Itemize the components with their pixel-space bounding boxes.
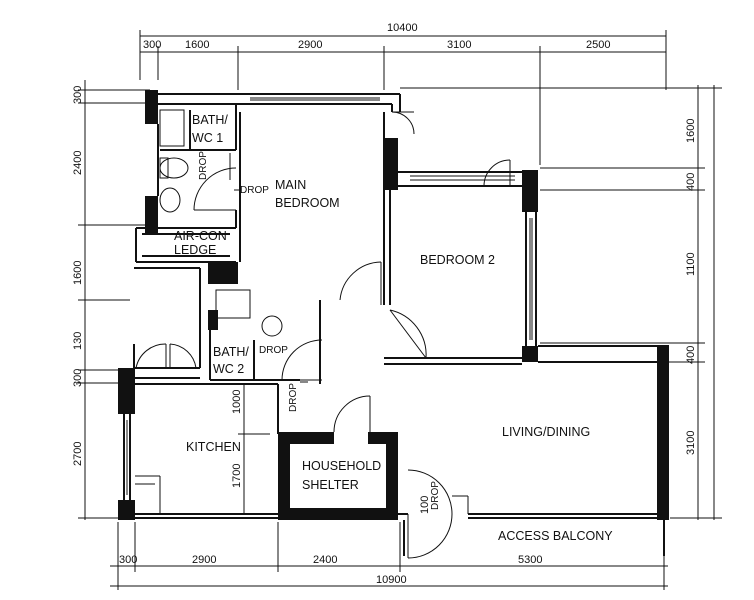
right-dimension-3: 1100 xyxy=(685,252,697,276)
left-dimension-4: 130 xyxy=(72,332,84,350)
entrance-dimension-100: 100 xyxy=(419,496,431,514)
top-dimension-1: 300 xyxy=(143,39,161,51)
structural-columns xyxy=(118,90,669,520)
aircon-ledge-label-line2: LEDGE xyxy=(174,243,216,257)
right-dimension-2: 400 xyxy=(685,173,697,191)
right-dimension-4: 400 xyxy=(685,346,697,364)
top-total-dimension: 10400 xyxy=(387,22,418,34)
bottom-dimension-1: 300 xyxy=(119,554,137,566)
left-dimension-2: 2400 xyxy=(72,151,84,175)
left-dimension-lines xyxy=(78,80,150,520)
bottom-dimension-4: 5300 xyxy=(518,554,542,566)
right-dimension-1: 1600 xyxy=(685,119,697,143)
kitchen-dimension-1700: 1700 xyxy=(231,464,243,488)
windows xyxy=(126,97,533,495)
top-dimension-4: 3100 xyxy=(447,39,471,51)
drop-label-corridor: DROP xyxy=(288,383,299,412)
bath-wc2-label-line2: WC 2 xyxy=(213,362,244,376)
left-dimension-3: 1600 xyxy=(72,261,84,285)
access-balcony-label: ACCESS BALCONY xyxy=(498,529,613,543)
bottom-total-dimension: 10900 xyxy=(376,574,407,586)
left-dimension-1: 300 xyxy=(72,86,84,104)
household-shelter-label-line2: SHELTER xyxy=(302,478,359,492)
walls xyxy=(123,93,669,556)
household-shelter-label-line1: HOUSEHOLD xyxy=(302,459,381,473)
left-dimension-5: 300 xyxy=(72,369,84,387)
household-shelter-walls xyxy=(278,432,398,520)
bath-wc1-label-line2: WC 1 xyxy=(192,131,223,145)
drop-label-wc2: DROP xyxy=(259,345,288,356)
bottom-dimension-2: 2900 xyxy=(192,554,216,566)
top-dimension-lines xyxy=(139,30,667,165)
main-bedroom-label-line1: MAIN xyxy=(275,178,306,192)
drop-label-wc1: DROP xyxy=(198,151,209,180)
wc1-fixtures xyxy=(159,109,189,213)
living-dining-label: LIVING/DINING xyxy=(502,425,590,439)
aircon-ledge-label-line1: AIR-CON xyxy=(174,229,227,243)
main-bedroom-label-line2: BEDROOM xyxy=(275,196,340,210)
bottom-dimension-3: 2400 xyxy=(313,554,337,566)
kitchen-label: KITCHEN xyxy=(186,440,241,454)
left-dimension-6: 2700 xyxy=(72,442,84,466)
bedroom-2-label: BEDROOM 2 xyxy=(420,253,495,267)
top-dimension-3: 2900 xyxy=(298,39,322,51)
drop-label-entrance: DROP xyxy=(430,481,441,510)
top-dimension-5: 2500 xyxy=(586,39,610,51)
bath-wc1-label-line1: BATH/ xyxy=(192,113,228,127)
right-dimension-5: 3100 xyxy=(685,431,697,455)
kitchen-dimension-1000: 1000 xyxy=(231,390,243,414)
drop-label-main-bedroom: DROP xyxy=(240,185,269,196)
bath-wc2-label-line1: BATH/ xyxy=(213,345,249,359)
top-dimension-2: 1600 xyxy=(185,39,209,51)
right-dimension-lines xyxy=(400,85,722,520)
wc2-fixtures xyxy=(215,289,283,337)
doors xyxy=(135,111,511,559)
